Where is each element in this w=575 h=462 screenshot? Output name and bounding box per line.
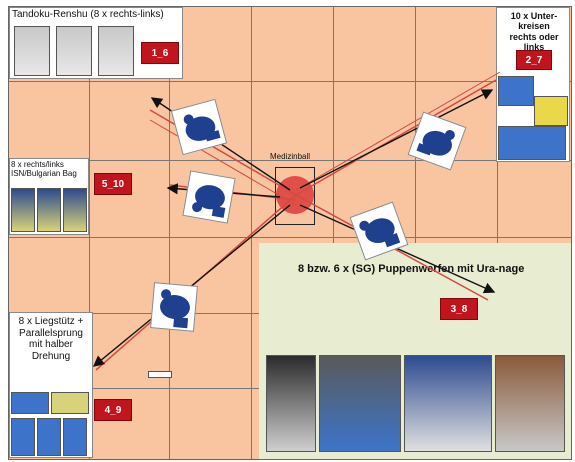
photo-liegstuetz-2	[51, 392, 89, 414]
photo-tandoku-1	[14, 26, 50, 76]
station-title-unterkreisen: 10 x Unter- kreisen rechts oder links	[509, 11, 559, 53]
grid-line	[9, 81, 571, 82]
grid-line	[333, 7, 334, 459]
grid-line	[169, 7, 170, 459]
red-line-tr-2	[295, 71, 501, 191]
photo-liegstuetz-1	[11, 392, 49, 414]
station-title-tandoku: Tandoku-Renshu (8 x rechts-links)	[12, 9, 164, 20]
grid-line	[497, 7, 498, 459]
photo-bag-3	[63, 188, 87, 232]
photo-tandoku-3	[98, 26, 134, 76]
photo-ura-nage-3	[404, 355, 492, 452]
photo-bag-2	[37, 188, 61, 232]
judoka-figure-5	[150, 282, 198, 332]
photo-unterkreisen-1	[498, 76, 534, 106]
judoka-figure-2	[407, 111, 467, 171]
grid-line	[9, 237, 571, 238]
photo-bag-1	[11, 188, 35, 232]
station-title-liegstuetz: 8 x Liegstütz + Parallelsprung mit halbe…	[18, 316, 84, 362]
station-number-5-10: 5_10	[94, 173, 132, 195]
judoka-figure-1	[170, 98, 228, 156]
medicine-ball-label: Medizinball	[270, 152, 311, 161]
photo-ura-nage-1	[266, 355, 316, 452]
photo-liegstuetz-4	[37, 418, 61, 456]
bench-marker	[148, 371, 172, 378]
photo-liegstuetz-5	[63, 418, 87, 456]
station-number-2-7: 2_7	[516, 50, 552, 70]
judoka-figure-3	[182, 170, 236, 224]
photo-unterkreisen-2	[534, 96, 568, 126]
photo-ura-nage-2	[319, 355, 401, 452]
station-number-3-8: 3_8	[440, 298, 478, 320]
judoka-figure-4	[349, 201, 409, 261]
photo-unterkreisen-3	[498, 126, 566, 160]
red-line-tr	[295, 79, 497, 196]
station-number-4-9: 4_9	[94, 399, 132, 421]
station-number-1-6: 1_6	[141, 42, 179, 64]
photo-liegstuetz-3	[11, 418, 35, 456]
photo-ura-nage-4	[495, 355, 565, 452]
grid-line	[89, 7, 90, 459]
red-line-tl-2	[149, 119, 297, 206]
grid-line	[415, 7, 416, 459]
grid-line	[9, 160, 571, 161]
station-title-bulgarian-bag: 8 x rechts/links ISN/Bulgarian Bag	[11, 160, 77, 179]
photo-tandoku-2	[56, 26, 92, 76]
arrow-to-unterkreisen	[299, 89, 494, 189]
